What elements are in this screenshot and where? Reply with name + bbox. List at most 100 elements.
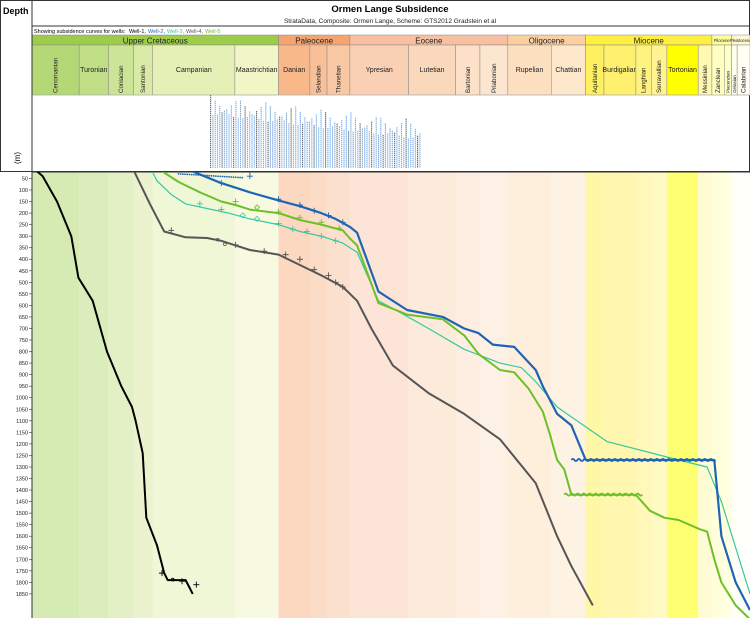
period-label-upper-cretaceous: Upper Cretaceous	[123, 37, 188, 46]
y-tick-label-550: 550	[19, 292, 28, 298]
y-tick-label-1050: 1050	[16, 407, 28, 413]
y-tick-label-1300: 1300	[16, 465, 28, 471]
plot-band-burdigalian	[604, 172, 636, 618]
well-2-sample-dot	[182, 173, 184, 175]
stage-label-bartonian: Bartonian	[465, 66, 472, 93]
plot-band-turonian	[79, 172, 108, 618]
plot-band-campanian	[153, 172, 235, 618]
stage-label-priabonian: Priabonian	[491, 63, 498, 93]
well-2-sample-dot	[215, 175, 217, 177]
y-tick-label-950: 950	[19, 384, 28, 390]
y-tick-label-150: 150	[19, 200, 28, 206]
stage-label-piacenzian: Piacenzian	[725, 70, 730, 93]
wells-legend-prefix: Showing subsidence curves for wells:	[34, 29, 126, 35]
stage-label-gelasian: Gelasian	[732, 75, 737, 93]
stage-label-danian: Danian	[283, 67, 305, 74]
y-tick-label-250: 250	[19, 223, 28, 229]
y-tick-label-1700: 1700	[16, 557, 28, 563]
well-2-sample-dot	[241, 177, 243, 179]
legend-well-4: Well-4,	[186, 29, 203, 35]
plot-band-rupelian	[508, 172, 551, 618]
unconformity-well-5	[564, 494, 642, 496]
stage-label-selandian: Selandian	[316, 65, 323, 93]
well-2-sample-dot	[224, 176, 226, 178]
period-label-paleocene: Paleocene	[295, 37, 333, 46]
well-2-sample-dot	[178, 173, 180, 175]
well-2-sample-dot	[184, 173, 186, 175]
y-tick-label-1450: 1450	[16, 500, 28, 506]
period-label-miocene: Miocene	[634, 37, 665, 46]
chart-subtitle: StrataData, Composite: Ormen Lange, Sche…	[284, 18, 497, 25]
well-2-sample-dot	[213, 175, 215, 177]
plot-band-langhian	[636, 172, 651, 618]
y-tick-label-1850: 1850	[16, 592, 28, 598]
well-2-sample-dot	[204, 175, 206, 177]
plot-band-chattian	[551, 172, 585, 618]
legend-well-1: Well-1,	[129, 29, 146, 35]
well-2-sample-dot	[219, 175, 221, 177]
y-tick-label-500: 500	[19, 280, 28, 286]
plot-band-priabonian	[480, 172, 508, 618]
well-2-sample-dot	[208, 175, 210, 177]
well-2-sample-dot	[239, 177, 241, 179]
unit-label: (m)	[13, 152, 22, 164]
stage-label-lutetian: Lutetian	[420, 67, 445, 74]
well-2-sample-dot	[233, 176, 235, 178]
plot-band-aquitanian	[585, 172, 604, 618]
well-2-sample-dot	[222, 176, 224, 178]
y-tick-label-1550: 1550	[16, 523, 28, 529]
y-tick-label-450: 450	[19, 269, 28, 275]
y-tick-label-300: 300	[19, 234, 28, 240]
stage-label-campanian: Campanian	[176, 67, 212, 74]
plot-band-calabrian	[737, 172, 750, 618]
well-2-sample-dot	[200, 174, 202, 176]
y-tick-label-1500: 1500	[16, 511, 28, 517]
stage-label-zanclean: Zanclean	[715, 67, 722, 93]
stage-label-tortonian: Tortonian	[668, 67, 697, 74]
y-tick-label-1600: 1600	[16, 534, 28, 540]
well-2-sample-dot	[202, 174, 204, 176]
stage-label-thanetian: Thanetian	[336, 65, 343, 93]
stage-label-rupelian: Rupelian	[516, 67, 544, 74]
well-2-sample-dot	[191, 174, 193, 176]
well-2-sample-dot	[217, 175, 219, 177]
plot-band-bartonian	[456, 172, 480, 618]
stage-label-maastrichtian: Maastrichtian	[236, 67, 278, 74]
well-2-sample-dot	[230, 176, 232, 178]
well-2-sample-dot	[186, 173, 188, 175]
well-2-sample-dot	[180, 173, 182, 175]
period-label-eocene: Eocene	[415, 37, 443, 46]
stage-label-ypresian: Ypresian	[366, 67, 393, 74]
well-2-sample-dot	[189, 174, 191, 176]
y-tick-label-1150: 1150	[16, 430, 28, 436]
y-tick-label-1200: 1200	[16, 442, 28, 448]
plot-band-maastrichtian	[235, 172, 279, 618]
plot-band-coniacian	[108, 172, 133, 618]
y-tick-label-1650: 1650	[16, 546, 28, 552]
plot-band-serravallian	[651, 172, 667, 618]
well-2-sample-dot	[228, 176, 230, 178]
stage-label-langhian: Langhian	[641, 67, 648, 93]
y-tick-label-700: 700	[19, 326, 28, 332]
stage-label-cenomanian: Cenomanian	[53, 57, 60, 93]
plot-band-tortonian	[667, 172, 698, 618]
plot-band-danian	[278, 172, 309, 618]
stage-label-turonian: Turonian	[80, 67, 107, 74]
legend-well-3: Well-3,	[167, 29, 184, 35]
plot-band-selandian	[310, 172, 327, 618]
plot-background	[32, 172, 750, 618]
y-tick-label-750: 750	[19, 338, 28, 344]
y-tick-label-1000: 1000	[16, 396, 28, 402]
y-tick-label-800: 800	[19, 350, 28, 356]
y-tick-label-200: 200	[19, 211, 28, 217]
y-tick-label-400: 400	[19, 257, 28, 263]
y-tick-label-900: 900	[19, 373, 28, 379]
y-tick-label-600: 600	[19, 303, 28, 309]
well-2-sample-dot	[206, 175, 208, 177]
stage-label-santonian: Santonian	[140, 65, 147, 93]
plot-band-zanclean	[712, 172, 724, 618]
